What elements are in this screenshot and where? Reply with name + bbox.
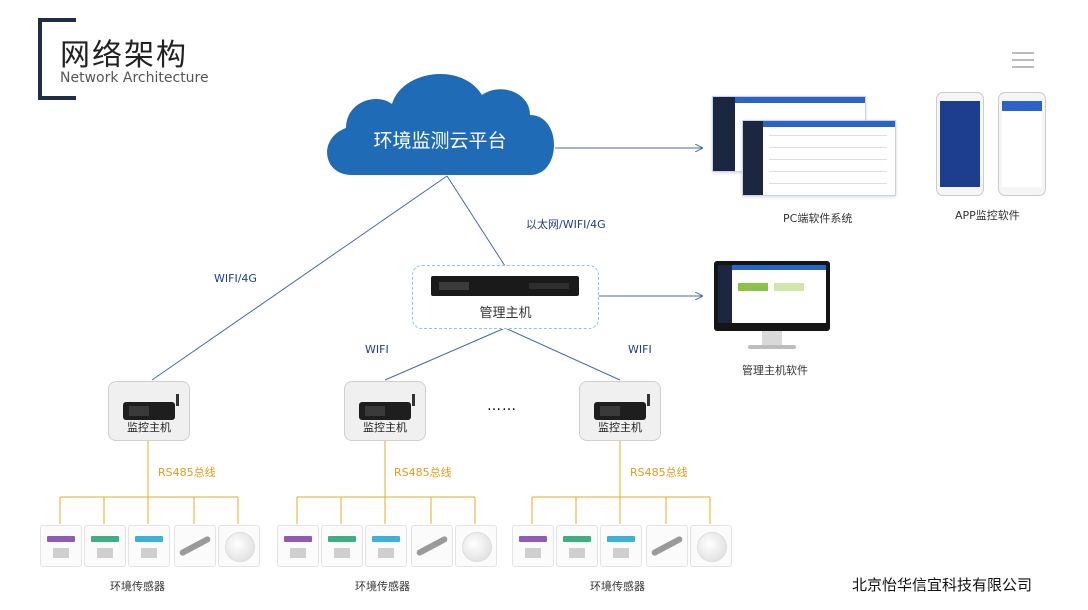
monitor-host-node-3[interactable]: 监控主机: [579, 381, 661, 441]
mini-pc-icon: [123, 394, 179, 420]
disc-sensor-icon: [690, 525, 732, 567]
disc-sensor-icon: [455, 525, 497, 567]
monitor-host-label: 监控主机: [363, 421, 407, 434]
monitor-host-node-2[interactable]: 监控主机: [344, 381, 426, 441]
page-subtitle: Network Architecture: [60, 70, 209, 86]
monitor-host-label: 监控主机: [598, 421, 642, 434]
rs485-label-2: RS485总线: [394, 466, 452, 479]
title-bracket: [38, 18, 76, 100]
monitor-stand: [762, 331, 782, 345]
sensor-icon: [556, 525, 598, 567]
monitor-icon: [714, 261, 830, 331]
sensor-icon: [128, 525, 170, 567]
pc-software-label: PC端软件系统: [783, 212, 853, 225]
probe-sensor-icon: [411, 525, 453, 567]
sensor-icon: [600, 525, 642, 567]
menu-icon[interactable]: [1012, 52, 1034, 68]
monitor-host-label: 监控主机: [127, 421, 171, 434]
probe-sensor-icon: [646, 525, 688, 567]
sensor-icon: [40, 525, 82, 567]
sensor-icon: [84, 525, 126, 567]
sensor-group-label-1: 环境传感器: [110, 580, 165, 593]
disc-sensor-icon: [218, 525, 260, 567]
cloud-label: 环境监测云平台: [373, 130, 507, 152]
rs485-label-3: RS485总线: [630, 466, 688, 479]
phone-icon: [998, 92, 1046, 196]
cloud-icon: [327, 73, 554, 175]
sensor-group-label-2: 环境传感器: [355, 580, 410, 593]
probe-sensor-icon: [174, 525, 216, 567]
wifi4g-link-label: WIFI/4G: [214, 272, 257, 285]
mini-pc-icon: [594, 394, 650, 420]
monitor-base: [748, 345, 796, 349]
host-software-label: 管理主机软件: [742, 364, 808, 377]
rs485-label-1: RS485总线: [158, 466, 216, 479]
sensor-group-label-3: 环境传感器: [590, 580, 645, 593]
phone-icon: [936, 92, 984, 196]
sensor-icon: [512, 525, 554, 567]
page-title: 网络架构: [60, 38, 188, 73]
monitor-host-node-1[interactable]: 监控主机: [108, 381, 190, 441]
management-host-node[interactable]: 管理主机: [412, 265, 599, 329]
pc-software-screen-front: [742, 120, 896, 196]
server-icon: [431, 276, 579, 296]
wifi-link-label-right: WIFI: [628, 343, 652, 356]
wifi-link-label-left: WIFI: [365, 343, 389, 356]
sensor-icon: [321, 525, 363, 567]
sensor-icon: [365, 525, 407, 567]
ellipsis: ……: [487, 398, 517, 414]
management-host-label: 管理主机: [479, 306, 532, 321]
company-name: 北京怡华信宜科技有限公司: [852, 576, 1033, 594]
mini-pc-icon: [359, 394, 415, 420]
app-software-label: APP监控软件: [955, 209, 1020, 222]
ethernet-link-label: 以太网/WIFI/4G: [526, 218, 606, 231]
sensor-icon: [277, 525, 319, 567]
